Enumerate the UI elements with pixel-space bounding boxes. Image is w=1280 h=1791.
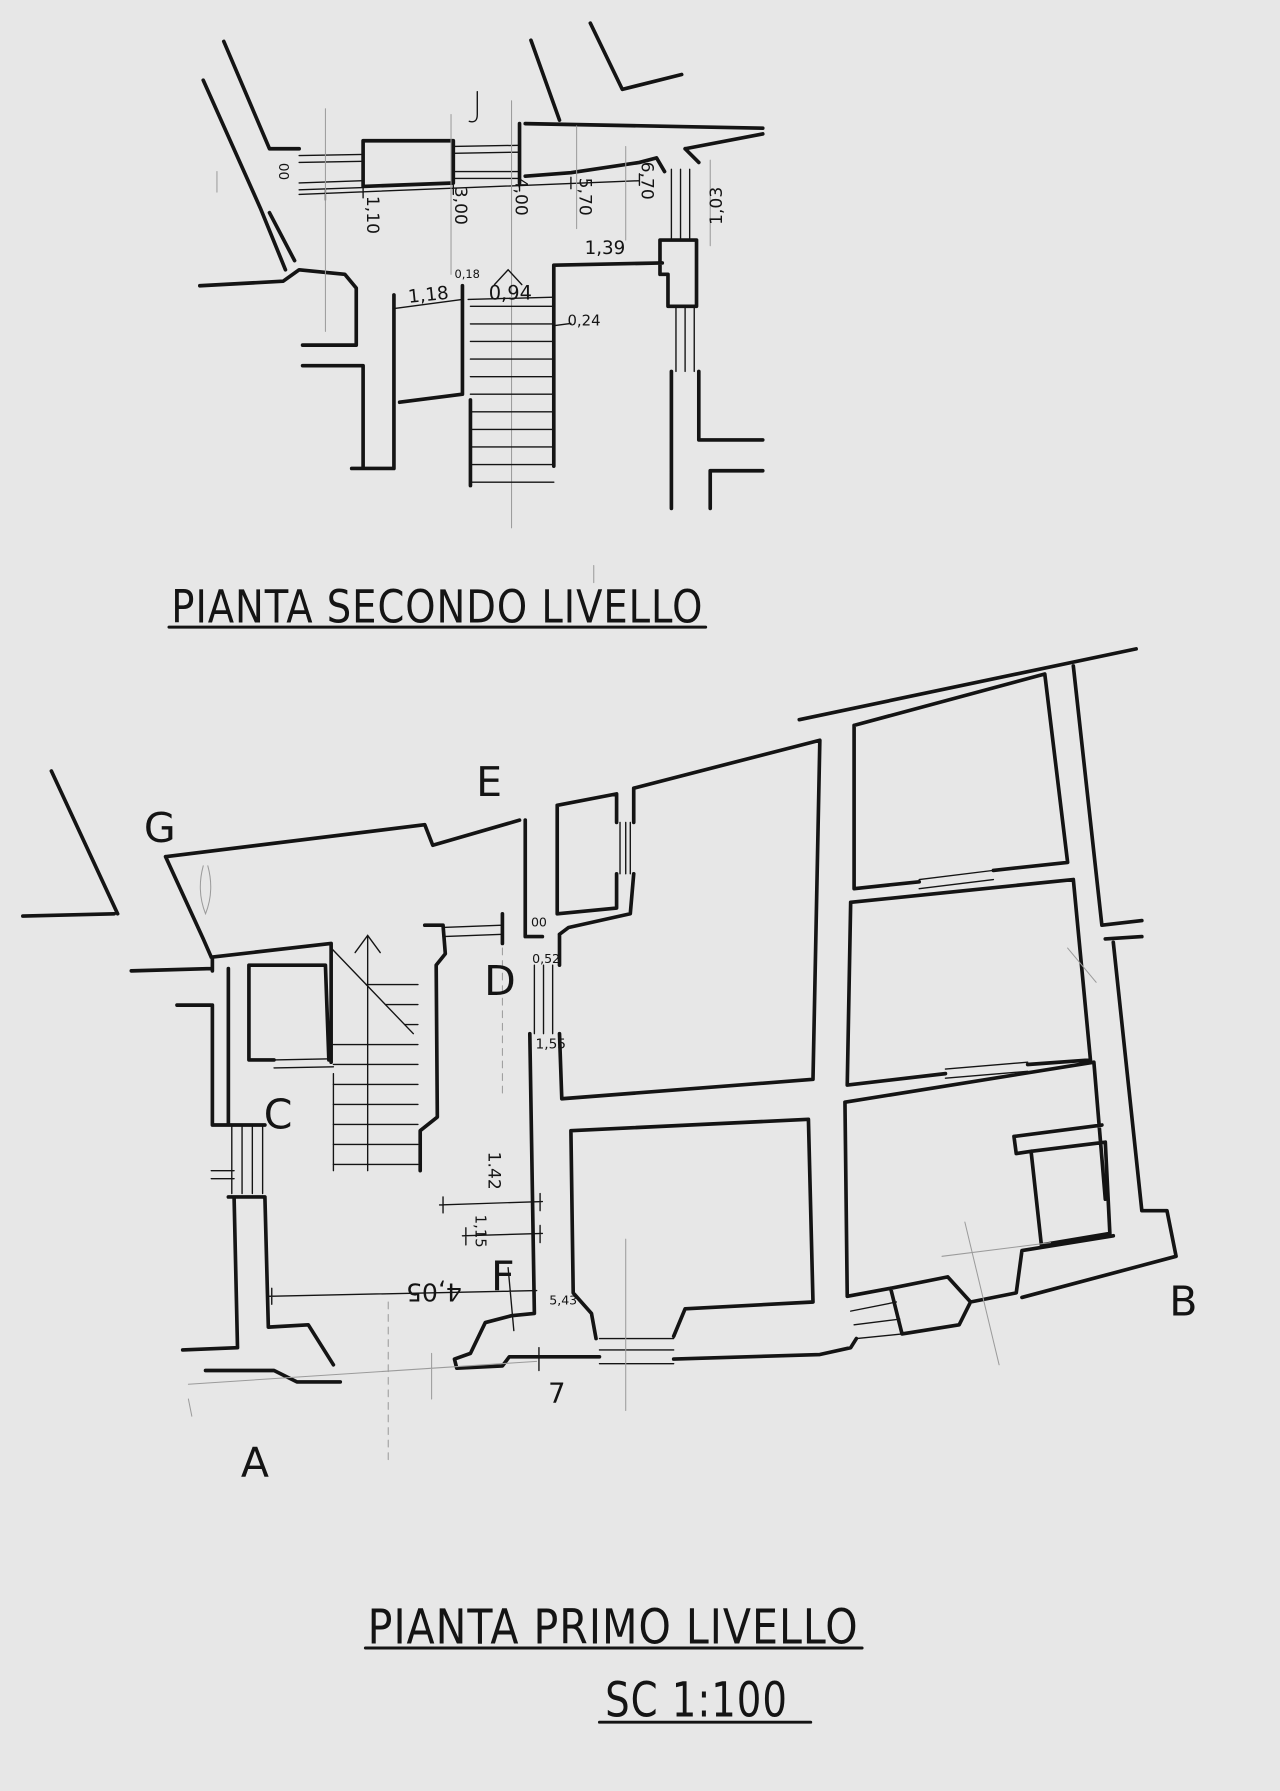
upper-plan-title: PIANTA SECONDO LIVELLO <box>171 581 703 634</box>
dimension-label: 5,70 <box>575 178 595 216</box>
upper-plan-construction-lines <box>216 100 711 584</box>
dimension-label: 0,52 <box>532 951 560 966</box>
dimension-label: 0,94 <box>489 281 532 304</box>
dimension-label: 7 <box>548 1378 565 1409</box>
dimension-label: 0,24 <box>567 313 600 330</box>
dimension-label: 6,70 <box>636 162 656 200</box>
dimension-label: 4,00 <box>511 178 531 216</box>
dimension-label: 00 <box>531 914 547 929</box>
point-label-e: E <box>476 758 502 806</box>
dimension-label: 0,18 <box>454 267 479 281</box>
dimension-label: 1,10 <box>362 196 382 234</box>
lower-plan-title: PIANTA PRIMO LIVELLO <box>368 1599 859 1655</box>
scale-label: SC 1:100 <box>605 1672 788 1728</box>
dimension-label: 4,05 <box>406 1278 462 1307</box>
upper-plan: 00 1,10 3,00 4,00 5,70 6,70 1,39 1,18 0,… <box>167 21 765 634</box>
point-label-a: A <box>241 1439 269 1487</box>
lower-plan-walls-rooms <box>555 647 1178 1361</box>
dimension-label: 5,43 <box>549 1292 577 1307</box>
point-label-f: F <box>491 1253 515 1301</box>
upper-plan-walls <box>197 21 765 511</box>
dimension-label: 1,55 <box>536 1037 566 1053</box>
dimension-label: 1,03 <box>707 187 727 225</box>
lower-stair <box>332 983 419 1166</box>
upper-plan-windows <box>298 144 695 373</box>
dimension-label: 1.42 <box>483 1152 503 1190</box>
point-label-d: D <box>484 957 516 1005</box>
upper-stair <box>469 305 555 483</box>
point-label-g: G <box>144 804 176 852</box>
arrow-up-icon <box>354 934 381 954</box>
lower-plan-axis-lines <box>387 947 503 1463</box>
lower-plan-walls-left <box>21 769 602 1384</box>
arrow-up-icon <box>493 268 523 286</box>
lower-plan: G E D C F A B 00 0,52 1,55 1.42 1,15 4,0… <box>21 647 1197 1728</box>
dimension-label: 00 <box>275 163 291 180</box>
lower-plan-windows-doors <box>210 821 1029 1365</box>
dimension-label: 1,18 <box>407 283 450 308</box>
dimension-label: 3,00 <box>450 187 470 225</box>
dimension-label: 1,39 <box>585 238 626 259</box>
lower-plan-dimension-lines <box>267 1192 544 1372</box>
point-label-c: C <box>264 1090 293 1138</box>
point-label-b: B <box>1169 1278 1197 1326</box>
dimension-label: 1,15 <box>472 1215 489 1248</box>
lower-plan-construction-lines <box>187 865 1097 1417</box>
